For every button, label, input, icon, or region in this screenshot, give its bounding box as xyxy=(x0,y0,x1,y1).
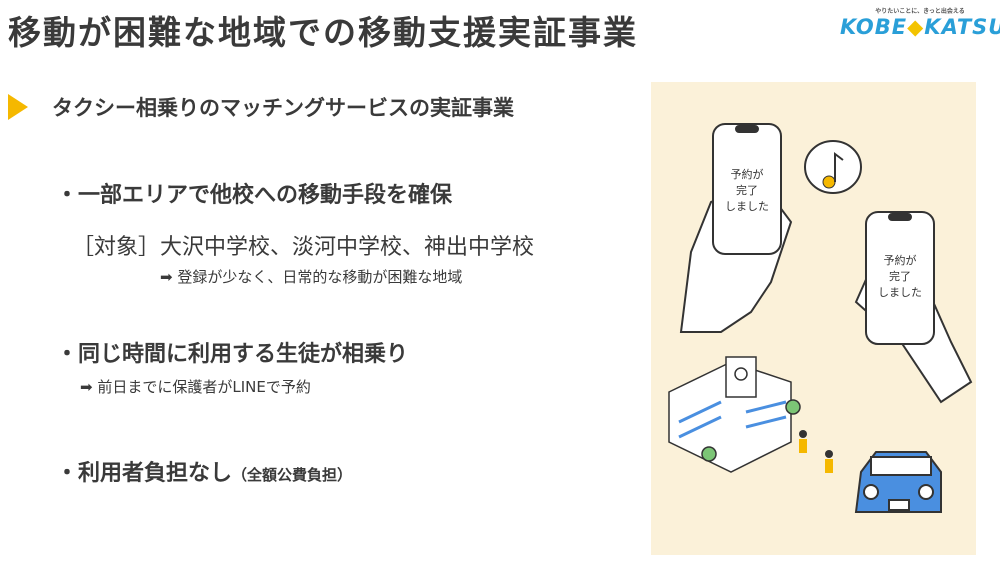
line-note: ➡ 前日までに保護者がLINEで予約 xyxy=(80,378,311,396)
school-building-icon xyxy=(668,356,801,473)
bullet-1: ・一部エリアで他校への移動手段を確保 xyxy=(56,183,453,208)
svg-text:完了: 完了 xyxy=(736,183,758,197)
section-heading-text: タクシー相乗りのマッチングサービスの実証事業 xyxy=(52,96,514,120)
target-schools: ［対象］大沢中学校、淡河中学校、神出中学校 xyxy=(72,235,535,260)
bullet-3-suffix: （全額公費負担） xyxy=(232,466,353,484)
logo-tagline: やりたいことに、きっと出会える xyxy=(875,8,965,15)
svg-text:しました: しました xyxy=(725,200,769,213)
svg-text:予約が: 予約が xyxy=(884,253,917,267)
logo-diamond: ◆ xyxy=(907,15,925,39)
svg-text:しました: しました xyxy=(878,286,922,299)
bullet-3: ・利用者負担なし（全額公費負担） xyxy=(56,455,352,487)
phone-right: 予約が 完了 しました xyxy=(854,211,973,404)
bullet-3-text: ・利用者負担なし xyxy=(56,461,233,486)
logo-left: KOBE xyxy=(840,15,908,39)
illustration: 予約が 完了 しました 予約が 完了 しました xyxy=(668,123,973,513)
page-title: 移動が困難な地域での移動支援実証事業 xyxy=(8,13,638,52)
bullet-2: ・同じ時間に利用する生徒が相乗り xyxy=(56,342,409,367)
phone-left: 予約が 完了 しました xyxy=(679,123,793,333)
section-heading: タクシー相乗りのマッチングサービスの実証事業 xyxy=(8,92,514,122)
target-note: ➡ 登録が少なく、日常的な移動が困難な地域 xyxy=(160,268,463,286)
svg-text:予約が: 予約が xyxy=(731,167,764,181)
logo-right: KATSU xyxy=(924,15,1000,39)
speech-bubble-music-icon xyxy=(804,140,862,194)
kobe-katsu-logo: やりたいことに、きっと出会える KOBE◆KATSU xyxy=(840,6,1000,39)
students-icon xyxy=(799,430,833,473)
svg-text:完了: 完了 xyxy=(889,269,911,283)
taxi-icon xyxy=(854,451,942,513)
triangle-marker-icon xyxy=(8,94,28,120)
illustration-panel: 予約が 完了 しました 予約が 完了 しました xyxy=(651,82,976,555)
